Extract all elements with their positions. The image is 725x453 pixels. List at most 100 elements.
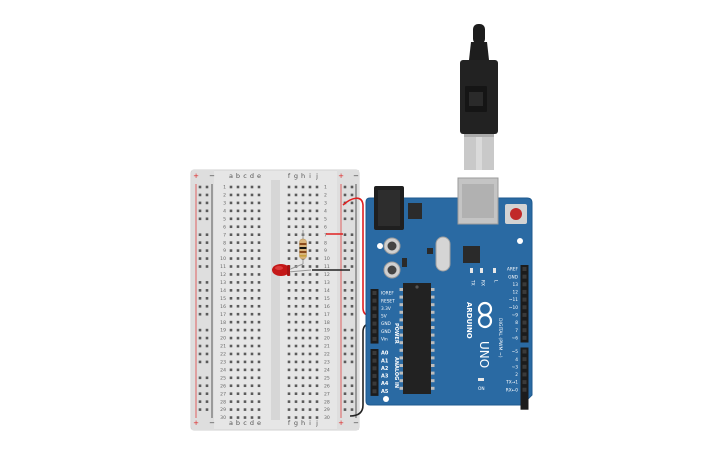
- rail-hole[interactable]: [343, 336, 347, 340]
- rail-hole[interactable]: [343, 289, 347, 292]
- breadboard-hole[interactable]: [250, 384, 254, 388]
- breadboard-hole[interactable]: [236, 368, 240, 372]
- breadboard-hole[interactable]: [250, 320, 254, 324]
- rail-hole[interactable]: [343, 297, 347, 300]
- breadboard-hole[interactable]: [315, 344, 319, 348]
- breadboard-hole[interactable]: [308, 392, 312, 395]
- header-pin[interactable]: [372, 366, 377, 371]
- rail-hole[interactable]: [205, 257, 209, 260]
- rail-hole[interactable]: [205, 281, 209, 284]
- breadboard-hole[interactable]: [243, 328, 247, 332]
- breadboard-hole[interactable]: [229, 328, 233, 332]
- breadboard-hole[interactable]: [250, 257, 254, 260]
- breadboard-hole[interactable]: [243, 201, 247, 205]
- breadboard-hole[interactable]: [294, 392, 298, 395]
- rail-hole[interactable]: [343, 408, 347, 411]
- header-pin[interactable]: [522, 282, 527, 287]
- breadboard-hole[interactable]: [250, 352, 254, 356]
- breadboard-hole[interactable]: [229, 241, 233, 244]
- breadboard-hole[interactable]: [257, 249, 261, 252]
- rail-hole[interactable]: [350, 289, 354, 292]
- rail-hole[interactable]: [205, 297, 209, 300]
- breadboard-hole[interactable]: [308, 217, 312, 221]
- breadboard-hole[interactable]: [229, 384, 233, 388]
- breadboard-hole[interactable]: [287, 360, 291, 364]
- rail-hole[interactable]: [350, 304, 354, 308]
- breadboard-hole[interactable]: [308, 408, 312, 411]
- rail-hole[interactable]: [343, 360, 347, 364]
- breadboard-hole[interactable]: [257, 392, 261, 395]
- breadboard-hole[interactable]: [308, 281, 312, 284]
- rail-hole[interactable]: [343, 241, 347, 244]
- breadboard-hole[interactable]: [250, 344, 254, 348]
- breadboard-hole[interactable]: [229, 265, 233, 268]
- rail-hole[interactable]: [350, 257, 354, 260]
- breadboard-hole[interactable]: [308, 257, 312, 260]
- breadboard-hole[interactable]: [294, 257, 298, 260]
- breadboard-hole[interactable]: [250, 225, 254, 229]
- rail-hole[interactable]: [205, 289, 209, 292]
- breadboard-hole[interactable]: [229, 281, 233, 284]
- breadboard-hole[interactable]: [287, 289, 291, 292]
- rail-hole[interactable]: [350, 312, 354, 316]
- rail-hole[interactable]: [205, 384, 209, 388]
- breadboard-hole[interactable]: [250, 304, 254, 308]
- rail-hole[interactable]: [205, 304, 209, 308]
- breadboard-hole[interactable]: [236, 408, 240, 411]
- breadboard-hole[interactable]: [243, 273, 247, 276]
- breadboard-hole[interactable]: [243, 257, 247, 260]
- rail-hole[interactable]: [198, 312, 202, 316]
- rail-hole[interactable]: [205, 233, 209, 236]
- breadboard-hole[interactable]: [236, 289, 240, 292]
- breadboard-hole[interactable]: [243, 281, 247, 284]
- breadboard-hole[interactable]: [315, 233, 319, 236]
- rail-hole[interactable]: [343, 400, 347, 403]
- breadboard-hole[interactable]: [257, 368, 261, 372]
- breadboard-hole[interactable]: [243, 320, 247, 324]
- breadboard-hole[interactable]: [315, 336, 319, 340]
- breadboard-hole[interactable]: [243, 312, 247, 316]
- breadboard-hole[interactable]: [250, 400, 254, 403]
- breadboard-hole[interactable]: [315, 408, 319, 411]
- header-pin[interactable]: [522, 357, 527, 362]
- rail-hole[interactable]: [205, 185, 209, 189]
- rail-hole[interactable]: [198, 281, 202, 284]
- breadboard-hole[interactable]: [229, 352, 233, 356]
- breadboard-hole[interactable]: [287, 384, 291, 388]
- breadboard-hole[interactable]: [287, 257, 291, 260]
- header-pin[interactable]: [372, 329, 377, 334]
- rail-hole[interactable]: [198, 400, 202, 403]
- breadboard-hole[interactable]: [250, 281, 254, 284]
- breadboard-hole[interactable]: [257, 312, 261, 316]
- breadboard-hole[interactable]: [236, 225, 240, 229]
- rail-hole[interactable]: [198, 193, 202, 197]
- breadboard-hole[interactable]: [257, 233, 261, 236]
- breadboard-hole[interactable]: [315, 201, 319, 205]
- breadboard-hole[interactable]: [294, 336, 298, 340]
- breadboard-hole[interactable]: [257, 225, 261, 229]
- header-pin[interactable]: [372, 358, 377, 363]
- rail-hole[interactable]: [205, 328, 209, 332]
- breadboard-hole[interactable]: [250, 297, 254, 300]
- breadboard-hole[interactable]: [257, 320, 261, 324]
- resistor-icon[interactable]: [299, 230, 307, 264]
- breadboard-hole[interactable]: [301, 416, 305, 419]
- breadboard-hole[interactable]: [236, 209, 240, 213]
- rail-hole[interactable]: [205, 193, 209, 197]
- breadboard-hole[interactable]: [257, 297, 261, 300]
- rail-hole[interactable]: [343, 281, 347, 284]
- breadboard-hole[interactable]: [315, 185, 319, 189]
- breadboard-hole[interactable]: [294, 233, 298, 236]
- rail-hole[interactable]: [198, 265, 202, 268]
- breadboard-hole[interactable]: [250, 217, 254, 221]
- rail-hole[interactable]: [198, 360, 202, 364]
- rail-hole[interactable]: [343, 304, 347, 308]
- breadboard-hole[interactable]: [294, 360, 298, 364]
- breadboard-hole[interactable]: [301, 201, 305, 205]
- breadboard-hole[interactable]: [229, 289, 233, 292]
- breadboard-hole[interactable]: [294, 225, 298, 229]
- breadboard-hole[interactable]: [315, 281, 319, 284]
- breadboard-hole[interactable]: [294, 384, 298, 388]
- rail-hole[interactable]: [343, 376, 347, 380]
- breadboard-hole[interactable]: [308, 297, 312, 300]
